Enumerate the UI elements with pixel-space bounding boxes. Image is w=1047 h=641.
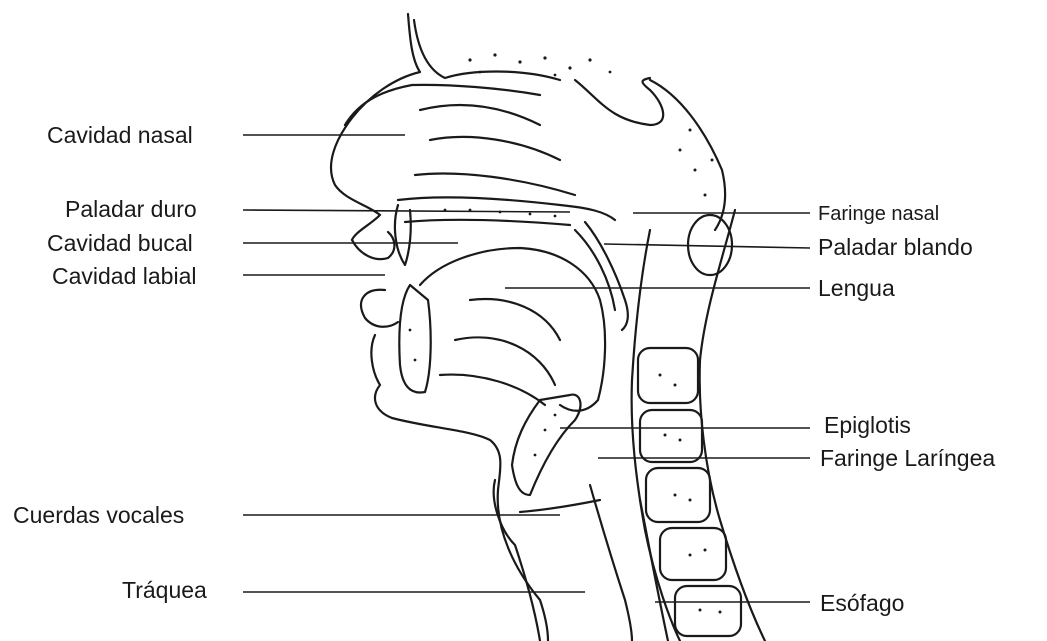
nose-inner-line: [414, 20, 560, 80]
tongue-inner-1: [470, 299, 560, 340]
label-cavidad-nasal: Cavidad nasal: [47, 124, 193, 147]
label-faringe-nasal: Faringe nasal: [818, 204, 939, 224]
tongue-inner-2: [455, 337, 555, 385]
hard-palate-lower: [405, 220, 570, 225]
vertebra-5: [675, 586, 741, 636]
nose-outline: [331, 14, 420, 240]
label-lengua: Lengua: [818, 277, 895, 300]
hard-palate: [398, 198, 615, 220]
label-traquea: Tráquea: [122, 579, 207, 602]
trachea-back: [590, 485, 632, 641]
label-cavidad-labial: Cavidad labial: [52, 265, 196, 288]
upper-lip: [352, 232, 394, 259]
label-cavidad-bucal: Cavidad bucal: [47, 232, 193, 255]
turbinate-lower: [415, 174, 575, 195]
vertebra-3: [646, 468, 710, 522]
chin-outline: [371, 335, 548, 641]
leader-paladar-blando: [604, 244, 810, 248]
turbinate-upper: [420, 105, 540, 125]
posterior-pharynx: [650, 80, 725, 230]
label-cuerdas-vocales: Cuerdas vocales: [13, 504, 184, 527]
upper-teeth: [395, 205, 411, 265]
vertebra-1: [638, 348, 698, 403]
vertebra-2: [640, 410, 702, 462]
turbinate-middle: [430, 137, 560, 160]
label-paladar-duro: Paladar duro: [65, 198, 197, 221]
soft-palate: [585, 222, 628, 330]
label-faringe-laringea: Faringe Laríngea: [820, 447, 995, 470]
tongue-inner-3: [440, 375, 545, 405]
lower-lip: [361, 290, 398, 327]
vocal-folds: [520, 500, 600, 512]
leader-paladar-duro: [243, 210, 570, 212]
label-epiglotis: Epiglotis: [824, 414, 911, 437]
larynx-front: [494, 480, 540, 641]
label-esofago: Esófago: [820, 592, 904, 615]
nasopharynx-wall: [575, 78, 663, 125]
vertebra-4: [660, 528, 726, 580]
label-paladar-blando: Paladar blando: [818, 236, 973, 259]
lower-jaw-bone: [399, 285, 430, 393]
